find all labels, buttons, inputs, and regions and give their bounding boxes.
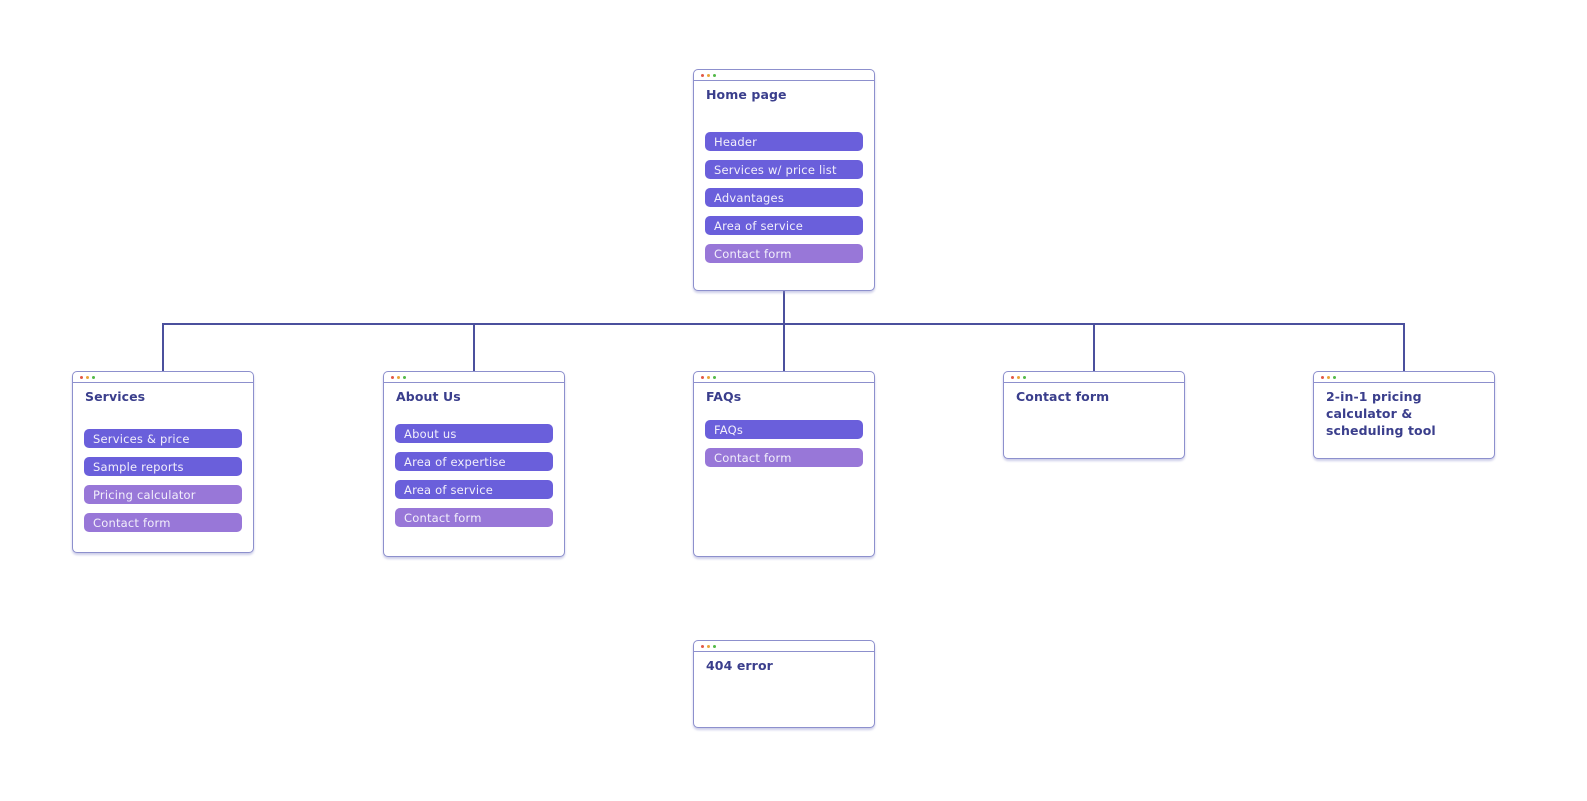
window-dot-red-icon: [701, 644, 704, 648]
window-dot-green-icon: [92, 375, 95, 379]
section-pill-pricing-calculator[interactable]: Pricing calculator: [84, 485, 242, 504]
card-services[interactable]: Services Services & price Sample reports…: [72, 371, 254, 553]
window-dot-green-icon: [403, 375, 406, 379]
window-titlebar: [73, 372, 253, 383]
window-titlebar: [694, 70, 874, 81]
window-dot-yellow-icon: [86, 375, 89, 379]
section-pill-services-price-list[interactable]: Services w/ price list: [705, 160, 863, 179]
window-dot-yellow-icon: [707, 375, 710, 379]
section-pill-about-us[interactable]: About us: [395, 424, 553, 443]
section-pill-area-of-expertise[interactable]: Area of expertise: [395, 452, 553, 471]
section-list: Header Services w/ price list Advantages…: [705, 132, 863, 272]
window-dot-red-icon: [701, 73, 704, 77]
window-dot-red-icon: [391, 375, 394, 379]
connector-drop-services: [162, 323, 164, 371]
connector-drop-tool: [1403, 323, 1405, 371]
section-list: FAQs Contact form: [705, 420, 863, 476]
card-title: FAQs: [706, 389, 742, 404]
card-about-us[interactable]: About Us About us Area of expertise Area…: [383, 371, 565, 557]
window-dot-green-icon: [1023, 375, 1026, 379]
window-dot-red-icon: [701, 375, 704, 379]
section-pill-contact-form[interactable]: Contact form: [705, 244, 863, 263]
window-dot-green-icon: [1333, 375, 1336, 379]
connector-drop-about: [473, 323, 475, 371]
section-pill-contact-form[interactable]: Contact form: [705, 448, 863, 467]
section-pill-contact-form[interactable]: Contact form: [84, 513, 242, 532]
section-list: Services & price Sample reports Pricing …: [84, 429, 242, 541]
window-dot-yellow-icon: [707, 73, 710, 77]
card-title: Home page: [706, 87, 787, 102]
card-title: 2-in-1 pricing calculator & scheduling t…: [1326, 389, 1436, 438]
connector-drop-contact: [1093, 323, 1095, 371]
card-pricing-scheduling-tool[interactable]: 2-in-1 pricing calculator & scheduling t…: [1313, 371, 1495, 459]
window-dot-green-icon: [713, 375, 716, 379]
window-titlebar: [694, 641, 874, 652]
window-dot-yellow-icon: [707, 644, 710, 648]
section-pill-faqs[interactable]: FAQs: [705, 420, 863, 439]
window-dot-red-icon: [80, 375, 83, 379]
card-home-page[interactable]: Home page Header Services w/ price list …: [693, 69, 875, 291]
window-titlebar: [1004, 372, 1184, 383]
window-dot-red-icon: [1011, 375, 1014, 379]
window-titlebar: [384, 372, 564, 383]
window-dot-yellow-icon: [397, 375, 400, 379]
card-title: 404 error: [706, 658, 773, 673]
section-pill-area-of-service[interactable]: Area of service: [395, 480, 553, 499]
card-title: Contact form: [1016, 389, 1110, 404]
window-dot-green-icon: [713, 73, 716, 77]
connector-drop-faqs: [783, 323, 785, 371]
card-title: Services: [85, 389, 146, 404]
card-contact-form[interactable]: Contact form: [1003, 371, 1185, 459]
connector-home-stem: [783, 291, 785, 325]
window-dot-green-icon: [713, 644, 716, 648]
card-title: About Us: [396, 389, 461, 404]
card-404-error[interactable]: 404 error: [693, 640, 875, 728]
window-titlebar: [694, 372, 874, 383]
section-pill-header[interactable]: Header: [705, 132, 863, 151]
window-dot-red-icon: [1321, 375, 1324, 379]
card-faqs[interactable]: FAQs FAQs Contact form: [693, 371, 875, 557]
window-dot-yellow-icon: [1327, 375, 1330, 379]
section-pill-services-price[interactable]: Services & price: [84, 429, 242, 448]
window-titlebar: [1314, 372, 1494, 383]
section-list: About us Area of expertise Area of servi…: [395, 424, 553, 536]
section-pill-advantages[interactable]: Advantages: [705, 188, 863, 207]
section-pill-sample-reports[interactable]: Sample reports: [84, 457, 242, 476]
section-pill-area-of-service[interactable]: Area of service: [705, 216, 863, 235]
section-pill-contact-form[interactable]: Contact form: [395, 508, 553, 527]
window-dot-yellow-icon: [1017, 375, 1020, 379]
